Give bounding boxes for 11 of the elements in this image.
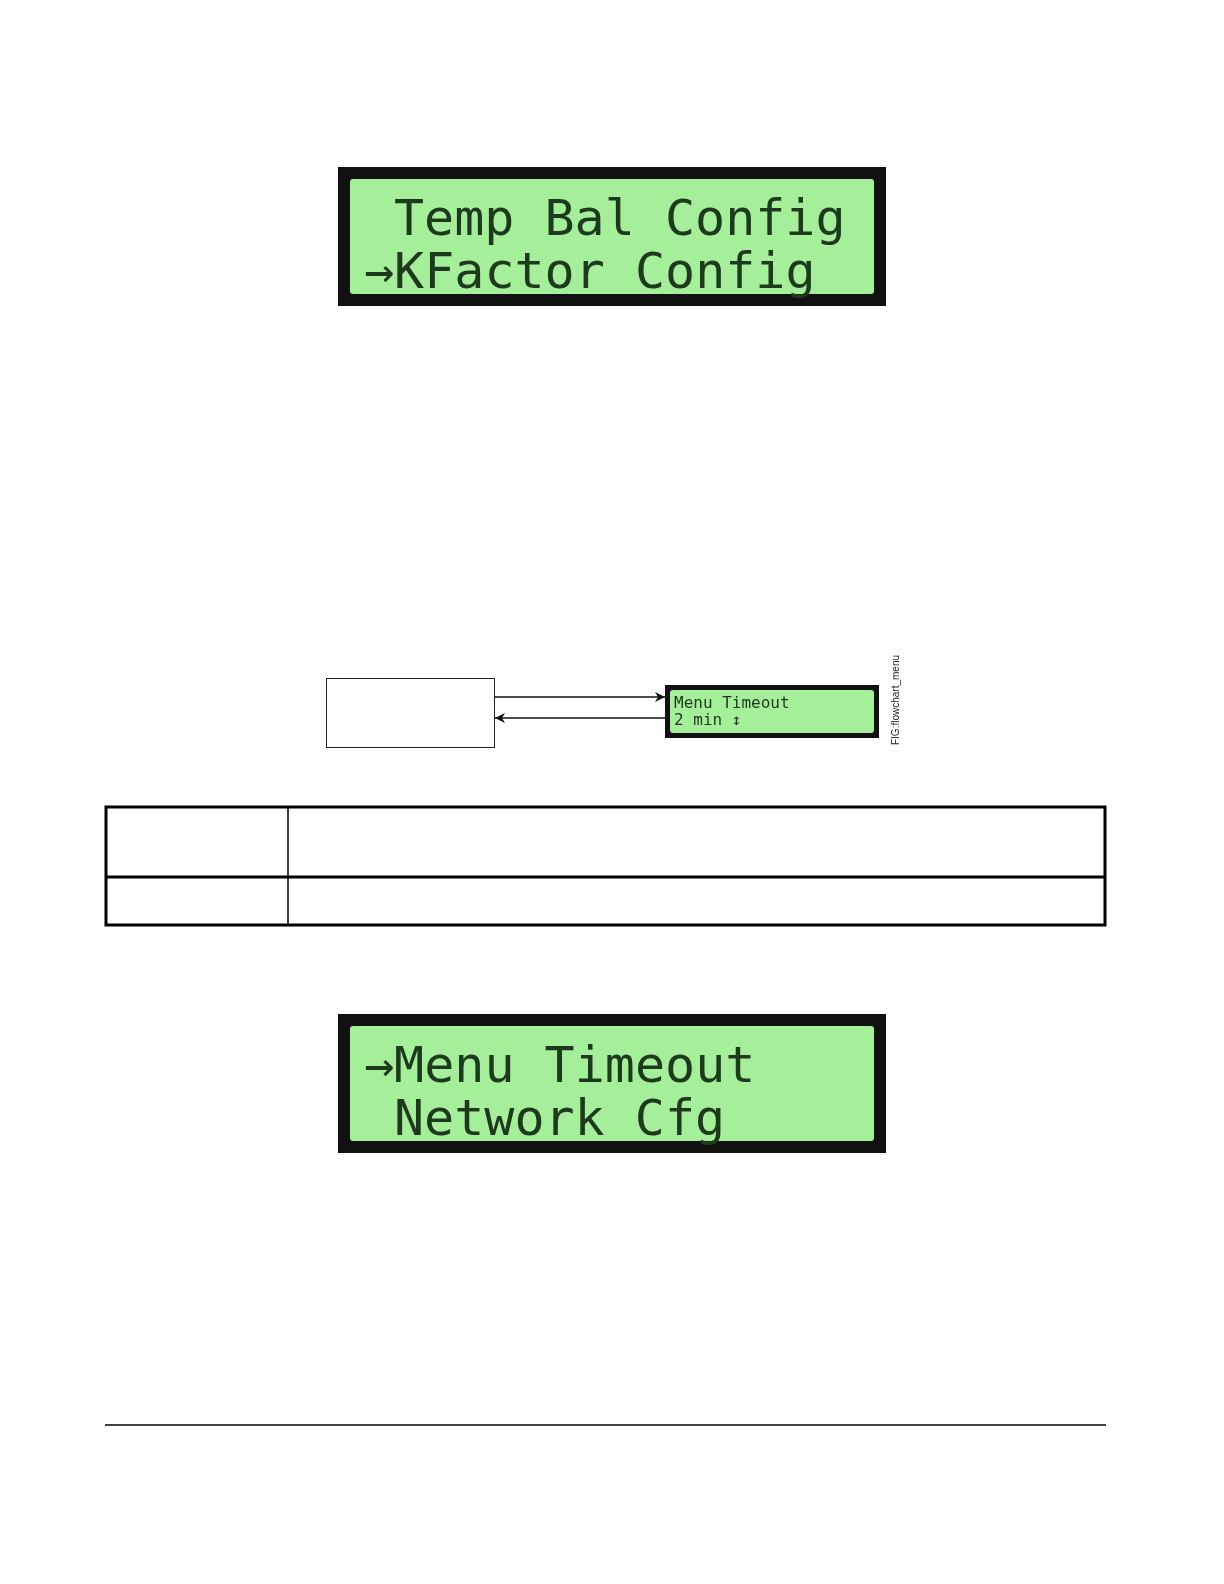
lcd-text: Menu Timeout: [674, 695, 791, 711]
arrow: [494, 713, 666, 723]
lcd-text: Temp Bal Config: [393, 193, 847, 243]
process-box: [326, 678, 495, 748]
lcd-text: →Menu Timeout: [364, 1040, 757, 1090]
lcd-text: Network Cfg: [393, 1093, 727, 1143]
arrow: [494, 692, 666, 702]
lcd-screen: [665, 685, 879, 738]
lcd-text: →KFactor Config: [364, 246, 816, 296]
figure-id: FIG:flowchart_menu: [889, 654, 902, 748]
lcd-text: 2 min ↕: [674, 712, 743, 728]
